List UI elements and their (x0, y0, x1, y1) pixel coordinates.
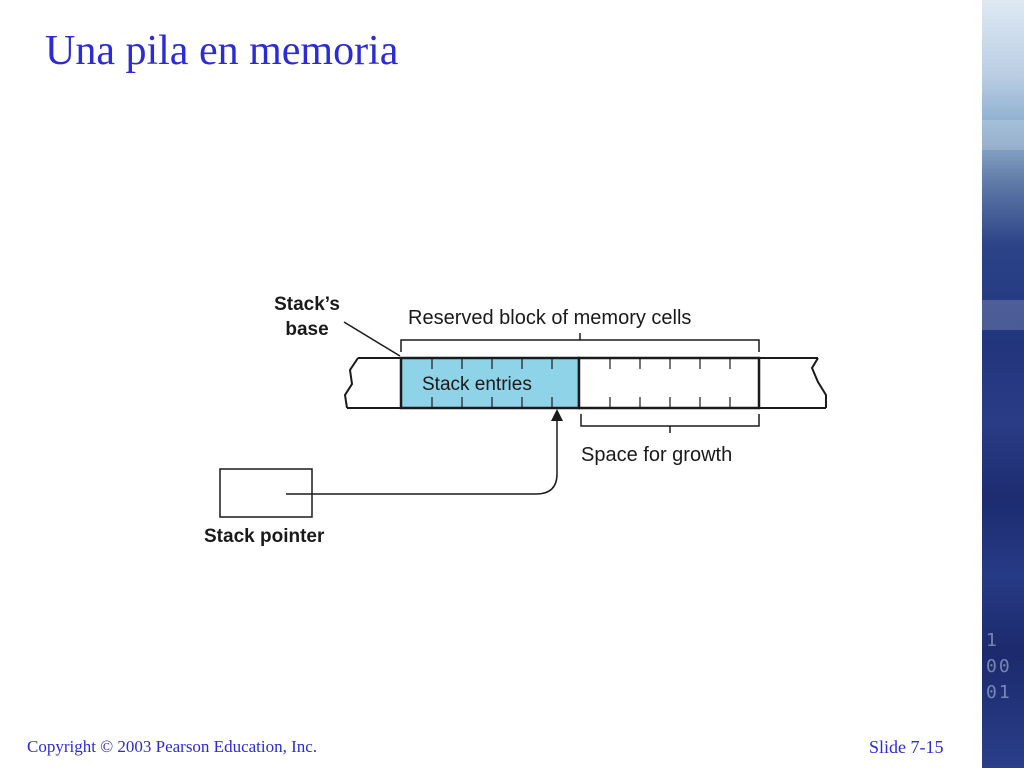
slide-title: Una pila en memoria (45, 28, 399, 74)
binary-digits-decoration: 1 00 01 (986, 630, 1012, 703)
decorative-side-strip: 1 00 01 (982, 0, 1024, 768)
stack-base-label-line2: base (285, 319, 328, 340)
stack-entries-label: Stack entries (422, 374, 532, 395)
stack-pointer-arrow-line (286, 418, 558, 495)
growth-space-region (577, 356, 761, 410)
stack-base-label-line1: Stack’s (274, 294, 340, 315)
growth-cell-ticks (609, 359, 731, 407)
copyright-footer: Copyright © 2003 Pearson Education, Inc. (27, 737, 318, 756)
growth-bracket (580, 414, 760, 427)
reserved-block-bracket (400, 339, 760, 352)
reserved-block-label: Reserved block of memory cells (408, 307, 691, 329)
mist-band (982, 300, 1024, 330)
slide-number: Slide 7-15 (869, 737, 944, 757)
mist-band (982, 120, 1024, 150)
stack-pointer-box (219, 468, 313, 518)
space-for-growth-label: Space for growth (581, 444, 732, 466)
stack-pointer-arrowhead (551, 409, 563, 421)
stack-memory-diagram: Stack’s base Reserved block of memory ce… (204, 294, 827, 547)
entries-cell-ticks (431, 359, 553, 407)
stack-pointer-label: Stack pointer (204, 526, 325, 547)
tape-right-torn-edge (810, 357, 827, 408)
tape-left-torn-edge (343, 357, 359, 409)
stack-base-leader-line (343, 321, 401, 357)
